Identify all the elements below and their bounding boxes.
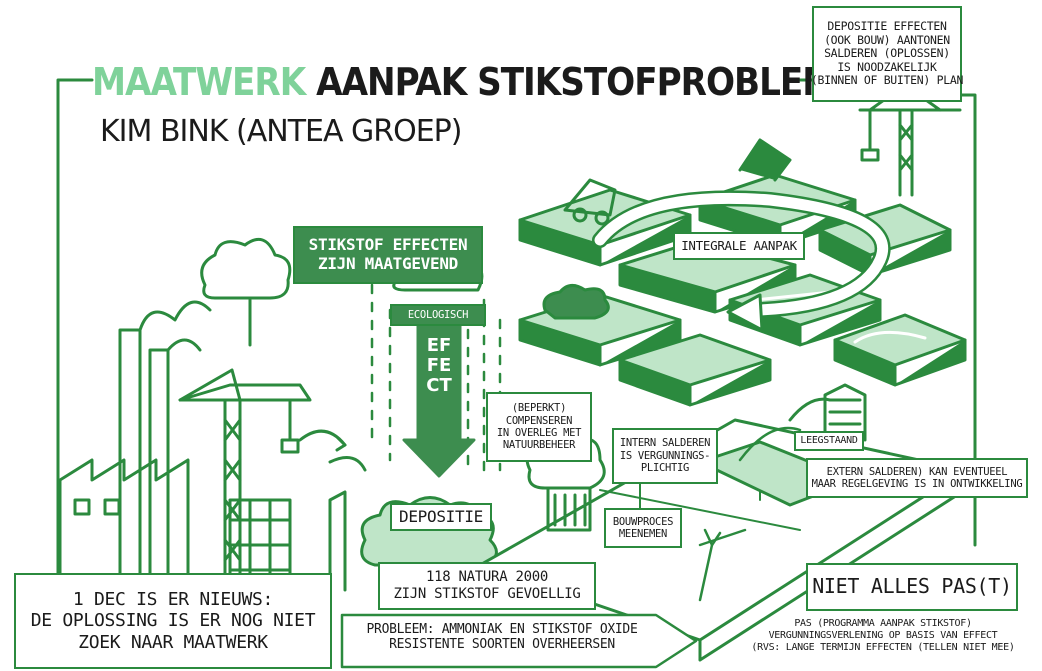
pas-line: (RVS: LANGE TERMIJN EFFECTEN (TELLEN NIE…: [751, 641, 1015, 653]
ecologisch-text: ECOLOGISCH: [407, 308, 469, 321]
niet-alles-past-box: NIET ALLES PAS(T): [806, 563, 1018, 611]
effect-text: EFFECT: [426, 335, 452, 397]
effects-line: STIKSTOF EFFECTEN: [308, 235, 468, 255]
effects-box: STIKSTOF EFFECTEN ZIJN MAATGEVEND: [293, 226, 483, 284]
cloud-icon: [200, 237, 292, 347]
ecologisch-label: ECOLOGISCH: [390, 304, 486, 326]
effects-line: ZIJN MAATGEVEND: [318, 254, 458, 273]
compenseren-box: (BEPERKT) COMPENSEREN IN OVERLEG MET NAT…: [486, 392, 592, 462]
bouwproces-line: BOUWPROCES: [612, 515, 674, 528]
intern-line: PLICHTIG: [640, 462, 690, 475]
pas-line: PAS (PROGRAMMA AANPAK STIKSTOF): [794, 618, 972, 629]
news-line: 1 DEC IS ER NIEUWS:: [72, 589, 274, 611]
news-line: DE OPLOSSING IS ER NOG NIET: [30, 610, 316, 632]
block-bottom: [618, 333, 772, 407]
integrale-text: INTEGRALE AANPAK: [681, 237, 797, 253]
probleem-text: PROBLEEM: AMMONIAK EN STIKSTOF OXIDE RES…: [344, 622, 660, 653]
leegstaand-label: LEEGSTAAND: [794, 431, 864, 451]
block-forest: [518, 284, 682, 367]
block-water: [833, 313, 967, 387]
intern-line: IS VERGUNNINGS-: [619, 449, 711, 462]
arrow-icon: [335, 436, 347, 452]
news-line: ZOEK NAAR MAATWERK: [78, 631, 268, 653]
probleem-line: PROBLEEM: AMMONIAK EN STIKSTOF OXIDE: [366, 622, 638, 637]
intern-salderen-box: INTERN SALDEREN IS VERGUNNINGS- PLICHTIG: [612, 428, 718, 484]
pas-note: PAS (PROGRAMMA AANPAK STIKSTOF) VERGUNNI…: [730, 618, 1036, 653]
frame-right-line: [788, 78, 977, 547]
natura-line: ZIJN STIKSTOF GEVOELLIG: [393, 586, 581, 602]
circular-arrow-head: [726, 293, 764, 332]
compenseren-line: COMPENSEREN: [505, 414, 573, 427]
callout-top-right: DEPOSITIE EFFECTEN (OOK BOUW) AANTONEN S…: [810, 6, 964, 102]
pas-line: VERGUNNINGSVERLENING OP BASIS VAN EFFECT: [768, 629, 998, 641]
callout-line: SALDEREN (OPLOSSEN): [824, 46, 950, 61]
bulldozer-icon: [563, 178, 617, 226]
depositie-label: DEPOSITIE: [390, 503, 492, 531]
circular-arrow: [594, 192, 889, 316]
office-building-icon: [788, 383, 867, 442]
arrow-icon: [703, 528, 722, 547]
effect-arrow: [402, 324, 476, 478]
callout-line: DEPOSITIE EFFECTEN: [827, 19, 947, 34]
extern-line: EXTERN SALDEREN) KAN EVENTUEEL: [826, 465, 1008, 478]
callout-line: (OOK BOUW) AANTONEN: [824, 32, 950, 47]
crane-icon: [178, 368, 312, 592]
title-highlight: MAATWERK: [92, 60, 306, 104]
news-box: 1 DEC IS ER NIEUWS: DE OPLOSSING IS ER N…: [14, 573, 332, 669]
arrow-icon: [738, 426, 802, 462]
integrale-aanpak-label: INTEGRALE AANPAK: [673, 232, 805, 260]
factory-icon: [58, 300, 212, 592]
leegstaand-text: LEEGSTAAND: [800, 435, 858, 447]
arrow-icon: [698, 543, 714, 602]
compenseren-line: IN OVERLEG MET: [496, 427, 582, 439]
arrow-icon: [328, 456, 367, 472]
bouwproces-line: MEENEMEN: [618, 528, 668, 540]
depositie-text: DEPOSITIE: [399, 506, 483, 526]
bouwproces-box: BOUWPROCES MEENEMEN: [604, 508, 682, 548]
natura-2000-box: 118 NATURA 2000 ZIJN STIKSTOF GEVOELLIG: [378, 562, 596, 610]
extern-salderen-box: EXTERN SALDEREN) KAN EVENTUEEL MAAR REGE…: [806, 458, 1028, 498]
frame-left-line: [56, 78, 94, 592]
extern-line: MAAR REGELGEVING IS IN ONTWIKKELING: [811, 478, 1023, 490]
natura-line: 118 NATURA 2000: [426, 569, 548, 586]
callout-line: IS NOODZAKELIJK: [837, 59, 937, 74]
effect-label: EFFECT: [425, 335, 453, 397]
intern-line: INTERN SALDEREN: [619, 437, 711, 450]
compenseren-line: (BEPERKT): [511, 402, 567, 415]
arrow-icon: [698, 528, 747, 547]
probleem-arrow-shape: [340, 613, 698, 669]
compenseren-line: NATUURBEHEER: [502, 439, 576, 452]
callout-line: (BINNEN OF BUITEN) PLAN: [810, 73, 964, 88]
subtitle: KIM BINK (ANTEA GROEP): [100, 114, 462, 149]
probleem-line: RESISTENTE SOORTEN OVERHEERSEN: [389, 637, 615, 653]
niet-alles-text: NIET ALLES PAS(T): [812, 574, 1012, 599]
